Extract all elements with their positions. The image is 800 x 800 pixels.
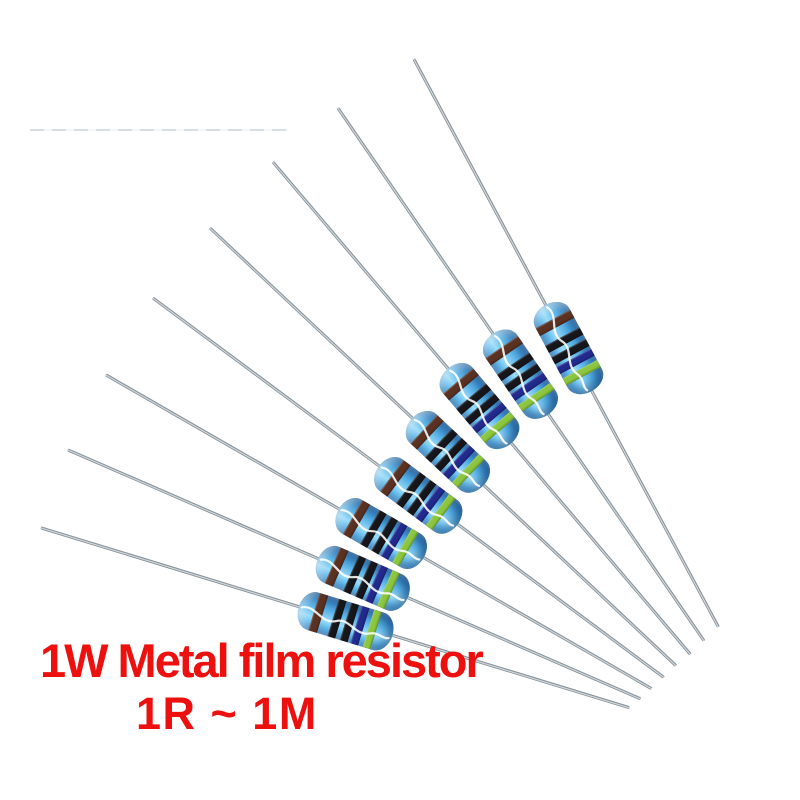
caption-line2: 1R ~ 1M <box>136 688 318 739</box>
faint-artifact-line <box>30 129 288 131</box>
brown-band <box>323 546 349 588</box>
brown-band <box>307 592 329 634</box>
caption-line1: 1W Metal film resistor <box>40 634 484 687</box>
